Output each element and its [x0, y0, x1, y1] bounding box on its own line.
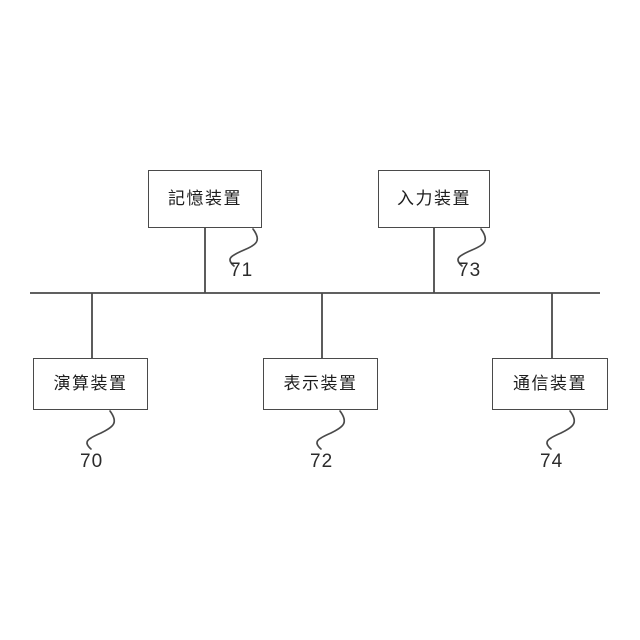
leader-line-ref-71	[229, 228, 259, 267]
node-label-display-device: 表示装置	[283, 373, 358, 394]
node-storage-device: 記憶装置	[148, 170, 262, 228]
node-label-communication-device: 通信装置	[513, 373, 587, 394]
node-communication-device: 通信装置	[492, 358, 608, 410]
ref-number-73: 73	[458, 260, 482, 281]
ref-number-71: 71	[230, 260, 254, 281]
leader-line-ref-73	[457, 228, 487, 267]
node-label-input-device: 入力装置	[397, 188, 471, 209]
node-label-storage-device: 記憶装置	[168, 188, 242, 209]
leader-line-ref-70	[86, 410, 116, 450]
ref-number-72: 72	[310, 451, 334, 472]
node-label-arithmetic-unit: 演算装置	[53, 373, 128, 394]
ref-number-74: 74	[540, 451, 564, 472]
node-arithmetic-unit: 演算装置	[33, 358, 148, 410]
ref-number-70: 70	[80, 451, 104, 472]
leader-line-ref-74	[546, 410, 576, 450]
leader-line-ref-72	[316, 410, 346, 450]
node-display-device: 表示装置	[263, 358, 378, 410]
node-input-device: 入力装置	[378, 170, 490, 228]
